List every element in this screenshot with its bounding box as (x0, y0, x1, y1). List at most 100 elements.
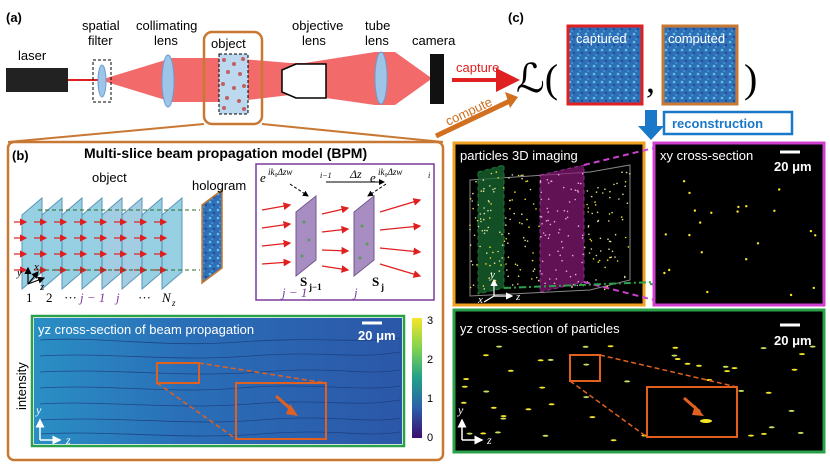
particle-dot (559, 254, 561, 257)
particle-dot (607, 238, 609, 240)
panel-c: (c) capture compute ℒ( captured , comput… (434, 10, 794, 140)
particle-dot (550, 180, 553, 183)
particle-dot (706, 290, 709, 294)
yz-beam-zoom-inset (235, 382, 327, 440)
particle-dot (608, 248, 610, 250)
particle-dot (507, 242, 509, 244)
particle-dot (483, 218, 485, 221)
particle-dot (609, 256, 611, 259)
particle-dot (532, 270, 535, 273)
particle-dot (473, 234, 476, 237)
yz-particles-zoom-inset (646, 386, 738, 438)
loss-symbol: ℒ( (516, 56, 558, 101)
reconstruction-box (662, 110, 794, 136)
tube-lens-label-1: tube (365, 18, 390, 33)
particle-dot (724, 370, 731, 373)
particle-dot (590, 240, 593, 242)
particle-dot (482, 179, 485, 181)
particle-dot (571, 286, 573, 289)
particle-dot (549, 278, 551, 280)
particle-dot (594, 204, 597, 206)
panel-b-connector-right (261, 123, 444, 143)
particle-dot (479, 213, 482, 215)
particle-dot (495, 171, 498, 173)
colorbar-tick-1: 1 (427, 393, 433, 405)
particle-dot (542, 434, 549, 437)
particle-dot (557, 232, 560, 234)
particle-dot (589, 238, 591, 241)
particle-dot (608, 220, 610, 222)
spatial-filter-lens-icon (97, 64, 107, 98)
phase-left-e: e (260, 170, 266, 185)
particle-dot (539, 180, 542, 182)
object-axes: y x z (16, 261, 46, 293)
particle-dot (620, 216, 623, 218)
object-highlight-box (202, 30, 264, 126)
spatial-filter-label-2: filter (88, 33, 113, 48)
compute-arrow (434, 97, 514, 139)
particle-dot (483, 187, 485, 190)
object-label: object (211, 36, 246, 51)
particle-dot (540, 216, 543, 218)
yz-particles-scale-label: 20 μm (774, 333, 812, 348)
phase-right-e: e (370, 170, 376, 185)
particle-dot (526, 240, 529, 242)
particles-3d-title: particles 3D imaging (460, 148, 578, 163)
particle-dot (789, 293, 793, 297)
particle-dot (525, 408, 532, 411)
particle-dot (756, 242, 760, 245)
particle-dot (574, 198, 576, 201)
particle-dot (583, 396, 590, 399)
slice-j-minus-1: j − 1 (78, 290, 105, 305)
particle-dot (565, 270, 568, 273)
particle-dot (599, 250, 602, 252)
xy-section-title: xy cross-section (660, 148, 753, 163)
particle-dot (505, 237, 508, 240)
particle-dot (574, 189, 577, 191)
particle-dot (472, 284, 475, 287)
particle-dot (595, 254, 598, 257)
particle-dot (621, 171, 623, 173)
particles-3d-magenta-slice (539, 164, 585, 293)
particle-dot (521, 222, 523, 225)
yz-beam-texture (39, 337, 401, 437)
yz-particles-title: yz cross-section of particles (460, 321, 620, 336)
particle-dot (547, 198, 550, 200)
particle-dot (587, 207, 590, 209)
yz-beam-zoom-line-top (198, 362, 327, 384)
particle-dot (684, 362, 691, 365)
particle-dot (566, 210, 569, 213)
particle-dot (505, 224, 507, 226)
particle-dot (519, 269, 522, 271)
particle-dot (514, 191, 516, 193)
particle-dot (682, 180, 686, 183)
particle-dot (765, 391, 772, 394)
particle-dot (547, 358, 554, 361)
particle-dot (610, 256, 612, 259)
objective-lens-icon (281, 63, 327, 99)
particle-dot (531, 259, 534, 262)
particle-dot (700, 251, 703, 254)
particle-dot (490, 406, 497, 409)
bpm-slice-particles (300, 220, 369, 260)
particle-dot (582, 253, 584, 256)
particle-dot (517, 283, 519, 285)
particle-dot (553, 282, 556, 285)
particle-dot (580, 182, 582, 185)
particle-dot (487, 226, 490, 229)
particle-dot (469, 244, 472, 246)
particles-3d-axis-z: z (515, 291, 521, 303)
particle-dot (537, 359, 544, 362)
particle-dot (722, 365, 729, 368)
yz-particles-axis-y: y (457, 403, 464, 417)
particle-dot (549, 223, 552, 226)
particle-dot (471, 200, 474, 202)
particle-dot (521, 177, 523, 180)
particle-dot (577, 191, 580, 193)
collimating-lens-label-1: collimating (136, 18, 197, 33)
particle-dot (517, 275, 520, 278)
particle-dot (590, 195, 593, 198)
object-axis-x: x (33, 261, 39, 273)
particle-dot (814, 234, 817, 237)
particle-dot (699, 221, 702, 224)
